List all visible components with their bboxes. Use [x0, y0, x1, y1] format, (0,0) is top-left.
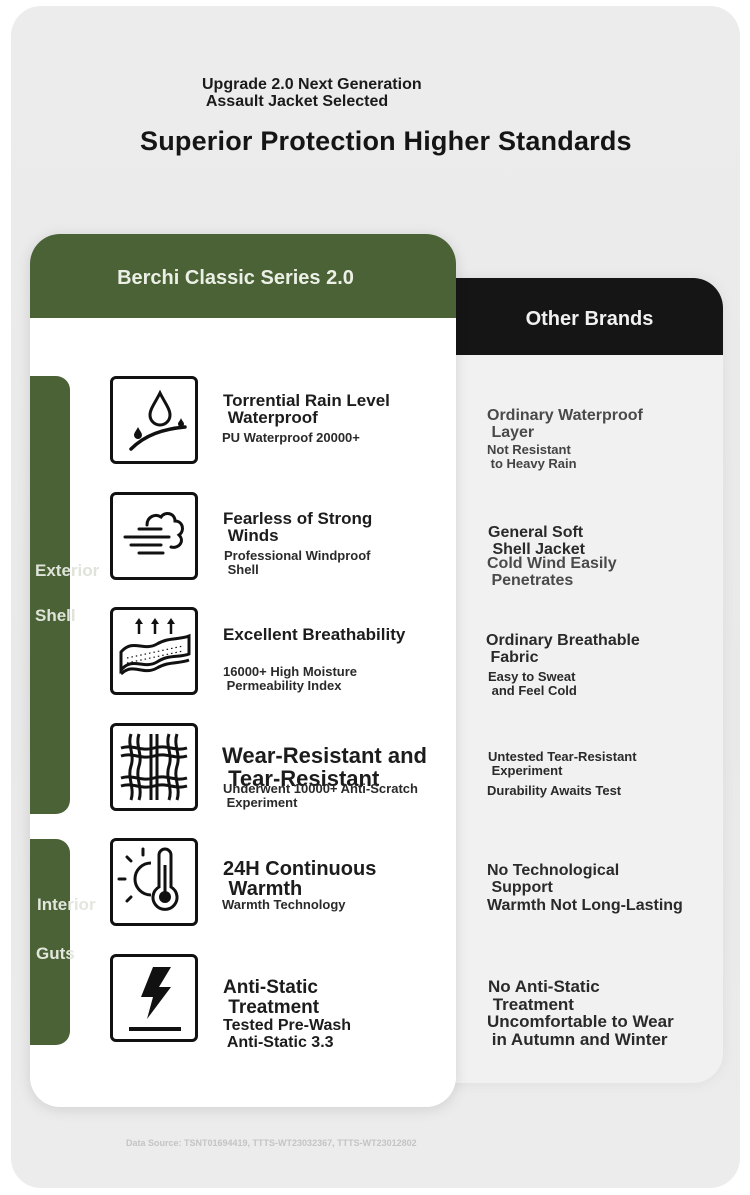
feature-title: Excellent Breathability — [223, 625, 406, 644]
shell-label: Shell — [35, 606, 76, 625]
feature-detail: Professional Windproof Shell — [224, 548, 371, 577]
feature-detail: Underwent 10000+ Anti-Scratch Experiment — [223, 781, 418, 810]
breathable-fabric-icon — [110, 607, 198, 695]
raindrop-icon — [110, 376, 198, 464]
feature-title: Anti-Static Treatment — [223, 977, 320, 1018]
feature-title: Torrential Rain Level Waterproof — [223, 391, 390, 427]
feature-detail: 16000+ High Moisture Permeability Index — [223, 664, 358, 693]
other-detail: Warmth Not Long-Lasting — [487, 897, 683, 914]
feature-detail: PU Waterproof 20000+ — [222, 430, 360, 445]
berchi-title: Berchi Classic Series 2.0 — [117, 267, 354, 289]
other-detail: Easy to Sweat and Feel Cold — [488, 669, 577, 698]
woven-fabric-icon — [110, 723, 198, 811]
header-subtitle: Upgrade 2.0 Next Generation Assault Jack… — [202, 76, 422, 110]
thermometer-sun-icon — [110, 838, 198, 926]
exterior-label: Exterior — [35, 561, 100, 580]
other-detail: Cold Wind Easily Penetrates — [487, 555, 617, 589]
interior-guts-bar — [30, 839, 70, 1045]
other-detail: Not Resistant to Heavy Rain — [487, 442, 577, 471]
guts-label: Guts — [36, 944, 75, 963]
other-title: Ordinary Breathable Fabric — [486, 632, 640, 666]
data-source-note: Data Source: TSNT01694419, TTTS-WT230323… — [126, 1138, 417, 1148]
feature-title: Fearless of Strong Winds — [223, 509, 373, 545]
other-title: No Anti-Static Treatment — [488, 977, 600, 1014]
feature-title: 24H Continuous Warmth — [223, 858, 377, 900]
other-title: Ordinary Waterproof Layer — [487, 407, 643, 441]
berchi-header: Berchi Classic Series 2.0 — [30, 234, 456, 318]
feature-title: Wear-Resistant and Tear-Resistant — [222, 743, 427, 791]
feature-detail: Tested Pre-Wash Anti-Static 3.3 — [223, 1017, 352, 1051]
other-brands-header: Other Brands — [420, 278, 723, 355]
feature-detail: Warmth Technology — [222, 897, 346, 912]
other-brands-card: Other Brands — [420, 278, 723, 1083]
other-brands-title: Other Brands — [525, 308, 654, 330]
other-detail: Durability Awaits Test — [487, 783, 622, 798]
berchi-card: Berchi Classic Series 2.0 — [30, 234, 456, 1107]
exterior-shell-bar — [30, 376, 70, 814]
lightning-icon — [110, 954, 198, 1042]
interior-label: Interior — [37, 895, 96, 914]
other-title: General Soft Shell Jacket — [488, 524, 585, 558]
other-title: Untested Tear-Resistant Experiment — [488, 749, 637, 778]
other-detail: Uncomfortable to Wear in Autumn and Wint… — [487, 1012, 674, 1049]
other-title: No Technological Support — [487, 862, 620, 896]
header-title: Superior Protection Higher Standards — [140, 126, 632, 156]
wind-icon — [110, 492, 198, 580]
